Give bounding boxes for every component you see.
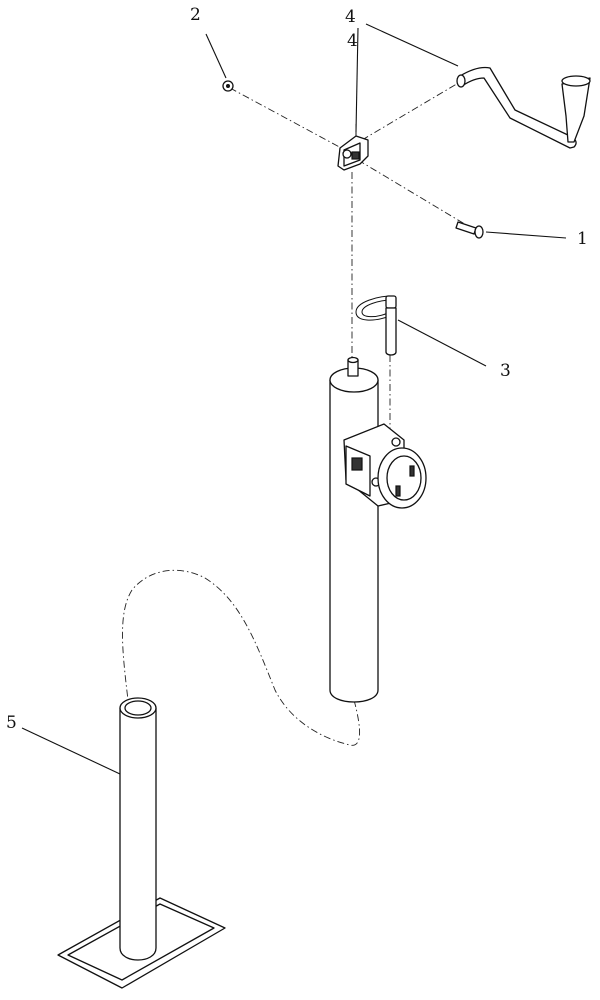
side-mount-collar [343,423,427,509]
part-2-nut [222,80,234,92]
callout-4-crank: 4 [345,7,356,27]
callout-5: 5 [6,713,17,733]
jack-tube [329,356,379,703]
callout-1: 1 [577,229,588,249]
callout-2: 2 [190,5,201,25]
assembly-centerlines [122,81,469,746]
callout-3: 3 [500,361,511,381]
part-4-bracket [337,124,369,171]
part-3-pin [355,295,397,356]
part-4-crank-handle [456,66,591,149]
part-1-bolt [455,221,484,239]
callout-labels: 1 2 3 4 4 5 [6,5,588,733]
callout-4-bracket: 4 [347,31,358,51]
leader-lines [21,23,567,775]
part-5-foot-assembly [57,697,226,989]
